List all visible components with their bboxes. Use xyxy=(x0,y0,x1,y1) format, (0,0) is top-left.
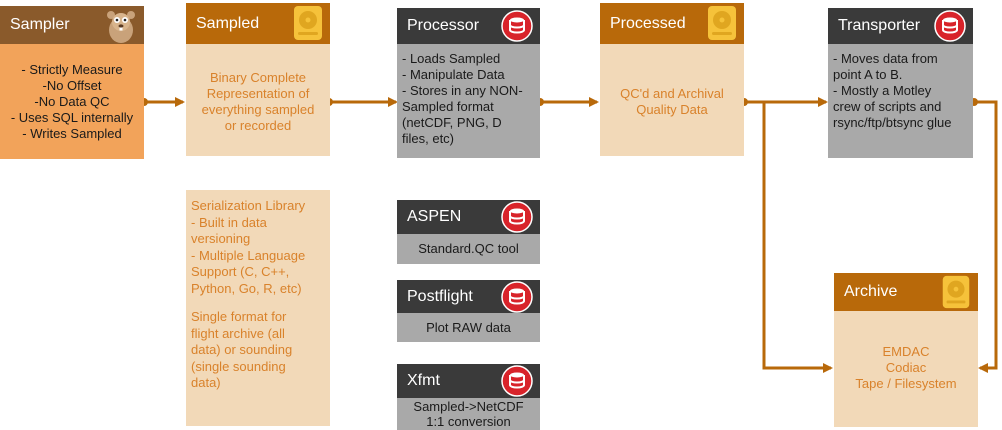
archive-line: EMDAC xyxy=(882,344,930,359)
arrow-processed-to-archive xyxy=(744,100,833,373)
processor-line: (netCDF, PNG, D xyxy=(402,115,502,130)
transporter-body: - Moves data from point A to B. - Mostly… xyxy=(828,44,973,158)
serialization-line: flight archive (all xyxy=(191,325,285,341)
transporter-node: Transporter - Moves data from point A to… xyxy=(828,8,973,158)
xfmt-line: 1:1 conversion xyxy=(426,414,511,429)
database-icon xyxy=(501,201,533,233)
hard-drive-icon xyxy=(942,275,970,309)
xfmt-title: Xfmt xyxy=(407,372,440,389)
serialization-line xyxy=(191,297,330,309)
database-icon xyxy=(501,10,533,42)
processed-line: QC'd and Archival xyxy=(620,86,724,101)
serialization-line: Python, Go, R, etc) xyxy=(191,280,302,296)
transporter-line: - Mostly a Motley xyxy=(833,83,932,98)
database-icon xyxy=(501,365,533,397)
processed-line: Quality Data xyxy=(636,102,708,117)
postflight-title: Postflight xyxy=(407,287,473,305)
serialization-line: - Built in data xyxy=(191,214,267,230)
processor-line: - Loads Sampled xyxy=(402,51,501,66)
aspen-body: Standard.QC tool xyxy=(397,234,540,264)
aspen-title: ASPEN xyxy=(407,208,462,225)
sampled-body: Binary Complete Representation of everyt… xyxy=(186,44,330,156)
sampled-line: everything sampled xyxy=(201,102,315,117)
sampled-title: Sampled xyxy=(196,14,260,32)
sampler-line: - Strictly Measure xyxy=(21,62,123,77)
processor-line: - Manipulate Data xyxy=(402,67,505,82)
processed-body: QC'd and Archival Quality Data xyxy=(600,44,744,156)
serialization-line: Serialization Library xyxy=(191,198,306,213)
processor-line: files, etc) xyxy=(402,131,455,146)
sampler-line: - Writes Sampled xyxy=(22,126,122,141)
postflight-text: Plot RAW data xyxy=(426,320,511,335)
serialization-line: data) xyxy=(191,375,221,390)
sampler-body: - Strictly Measure -No Offset -No Data Q… xyxy=(0,44,144,159)
transporter-line: crew of scripts and xyxy=(833,99,942,114)
processor-title: Processor xyxy=(407,17,480,34)
processor-line: - Stores in any NON- xyxy=(402,83,523,98)
serialization-line: (single sounding xyxy=(191,358,286,374)
serialization-note: Serialization Library - Built in data ve… xyxy=(186,190,330,426)
archive-body: EMDAC Codiac Tape / Filesystem xyxy=(834,311,978,427)
hard-drive-icon xyxy=(294,6,322,40)
aspen-text: Standard.QC tool xyxy=(418,241,519,256)
serialization-line: versioning xyxy=(191,231,251,246)
sampler-title: Sampler xyxy=(10,16,70,33)
sampler-line: - Uses SQL internally xyxy=(10,110,134,125)
xfmt-node: Xfmt Sampled->NetCDF 1:1 conversion xyxy=(397,364,540,430)
transporter-line: rsync/ftp/btsync glue xyxy=(833,115,952,130)
processor-body: - Loads Sampled - Manipulate Data - Stor… xyxy=(397,44,540,158)
sampled-line: or recorded xyxy=(224,118,292,133)
serialization-line: - Multiple Language xyxy=(191,247,306,263)
archive-line: Tape / Filesystem xyxy=(855,376,957,391)
processed-title: Processed xyxy=(610,14,686,32)
sampler-line: -No Offset xyxy=(42,78,102,93)
database-icon xyxy=(501,281,533,313)
xfmt-line: Sampled->NetCDF xyxy=(413,399,524,414)
postflight-node: Postflight Plot RAW data xyxy=(397,280,540,342)
serialization-line: Single format for xyxy=(191,309,287,324)
sampled-node: Sampled Binary Complete Representation o… xyxy=(186,3,330,156)
aspen-node: ASPEN Standard.QC tool xyxy=(397,200,540,264)
archive-node: Archive EMDAC Codiac Tape / Filesystem xyxy=(834,273,978,427)
transporter-line: - Moves data from xyxy=(833,51,938,66)
processor-line: Sampled format xyxy=(402,99,494,114)
postflight-body: Plot RAW data xyxy=(397,313,540,342)
processed-node: Processed QC'd and Archival Quality Data xyxy=(600,3,744,156)
hard-drive-icon xyxy=(708,6,736,40)
xfmt-body: Sampled->NetCDF 1:1 conversion xyxy=(397,398,540,430)
sampler-node: Sampler - Strictly Measure -No Offset -N… xyxy=(0,6,144,159)
transporter-line: point A to B. xyxy=(833,67,903,82)
database-icon xyxy=(934,10,966,42)
sampled-line: Binary Complete xyxy=(209,70,307,85)
processor-node: Processor - Loads Sampled - Manipulate D… xyxy=(397,8,540,158)
sampled-line: Representation of xyxy=(206,86,310,101)
gopher-mascot-icon xyxy=(107,11,135,43)
sampler-line: -No Data QC xyxy=(34,94,110,109)
serialization-line: data) or sounding xyxy=(191,342,293,357)
transporter-title: Transporter xyxy=(838,17,921,34)
archive-line: Codiac xyxy=(885,360,927,375)
serialization-line: Support (C, C++, xyxy=(191,264,290,279)
archive-title: Archive xyxy=(844,283,898,300)
